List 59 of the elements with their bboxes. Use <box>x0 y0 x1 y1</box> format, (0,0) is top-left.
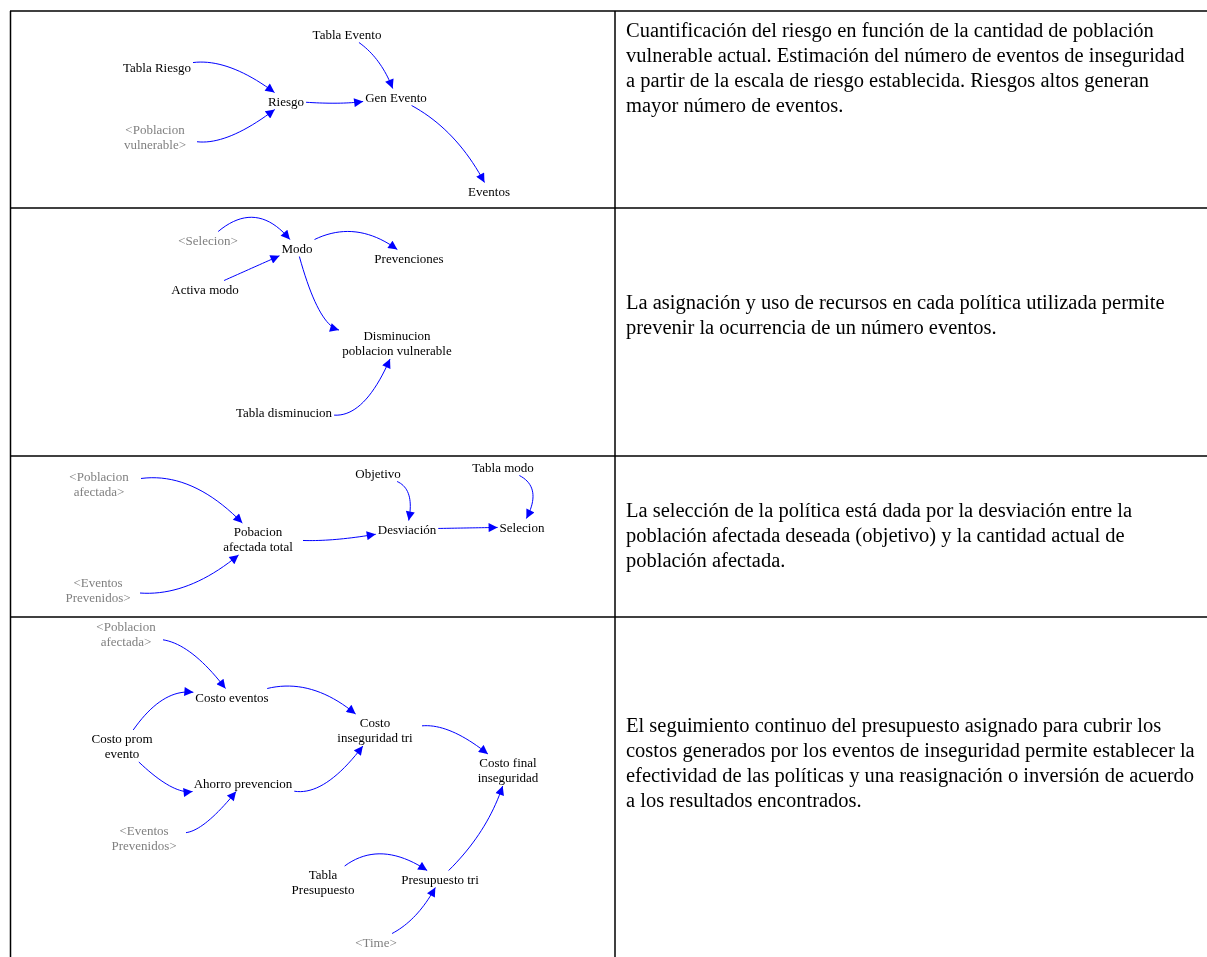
variable-label: Tabla disminucion <box>235 404 333 420</box>
variable-label: Riesgo <box>267 93 305 109</box>
causal-arrow <box>391 887 436 934</box>
causal-arrow <box>217 216 291 240</box>
causal-arrow <box>298 256 340 332</box>
variable-label: Costo eventos <box>195 689 269 705</box>
variable-label: Selecion <box>499 519 545 535</box>
variable-label: Presupuesto tri <box>401 871 479 887</box>
causal-arrow <box>185 791 237 834</box>
causal-arrow <box>223 255 280 281</box>
causal-arrow <box>302 531 377 542</box>
causal-arrow <box>139 554 240 594</box>
variable-label: Tabla modo <box>472 459 534 475</box>
shadow-variable-label: <Selecion> <box>178 232 238 248</box>
description-text: El seguimiento continuo del presupuesto asignado para cubrir los costos generados por los eventos de inseguridad permite establecer la efectividad de las políticas y una reasignación o inversión de acuerdo a los resultados encontrados. <box>626 713 1196 813</box>
description-text: La selección de la política está dada por la desviación entre la población afectada deseada (objetivo) y la cantidad actual de población afectada. <box>626 498 1133 573</box>
causal-arrow <box>358 42 394 89</box>
shadow-variable-label: <Eventos Prevenidos> <box>104 823 184 853</box>
variable-label: Tabla Evento <box>312 26 382 42</box>
causal-arrow <box>192 61 276 93</box>
variable-label: Costo prom evento <box>87 731 157 761</box>
variable-label: Modo <box>281 240 313 256</box>
variable-label: Tabla Presupuesto <box>288 867 358 897</box>
description-text: Cuantificación del riesgo en función de la cantidad de población vulnerable actual. Estimación del número de eventos de inseguridad a partir de la escala de riesgo establecida. Riesgos altos generan mayor número de eventos. <box>626 18 1186 118</box>
causal-arrow <box>396 481 415 521</box>
causal-arrow <box>305 98 364 108</box>
variable-label: Gen Evento <box>365 89 427 105</box>
causal-arrow <box>132 687 194 731</box>
causal-arrow <box>333 358 391 416</box>
causal-arrow <box>266 685 357 715</box>
causal-arrow <box>138 761 194 798</box>
variable-label: Ahorro prevencion <box>193 775 293 791</box>
description-text: La asignación y uso de recursos en cada política utilizada permite prevenir la ocurrencia de un número eventos. <box>626 290 1166 340</box>
causal-arrow <box>162 639 226 689</box>
causal-arrow <box>140 477 243 524</box>
shadow-variable-label: <Poblacion afectada> <box>91 619 161 649</box>
variable-label: Costo final inseguridad <box>468 755 548 785</box>
variable-label: Eventos <box>468 183 510 199</box>
variable-label: Disminucion poblacion vulnerable <box>341 328 453 358</box>
variable-label: Tabla Riesgo <box>123 59 191 75</box>
shadow-variable-label: <Poblacion vulnerable> <box>115 122 195 152</box>
variable-label: Activa modo <box>171 281 239 297</box>
shadow-variable-label: <Poblacion afectada> <box>59 469 139 499</box>
causal-arrow <box>448 785 504 871</box>
causal-arrow <box>293 745 364 793</box>
causal-arrow <box>518 475 535 519</box>
variable-label: Desviación <box>377 521 437 537</box>
shadow-variable-label: <Eventos Prevenidos> <box>58 575 138 605</box>
variable-label: Objetivo <box>355 465 401 481</box>
causal-arrow <box>196 109 276 143</box>
causal-arrow <box>344 853 428 871</box>
causal-arrow <box>421 725 489 755</box>
variable-label: Pobacion afectada total <box>215 524 301 554</box>
variable-label: Costo inseguridad tri <box>330 715 420 745</box>
causal-arrow <box>437 523 499 533</box>
causal-arrow <box>411 105 485 183</box>
causal-arrow <box>314 230 398 250</box>
variable-label: Prevenciones <box>374 250 444 266</box>
shadow-variable-label: <Time> <box>355 934 397 950</box>
